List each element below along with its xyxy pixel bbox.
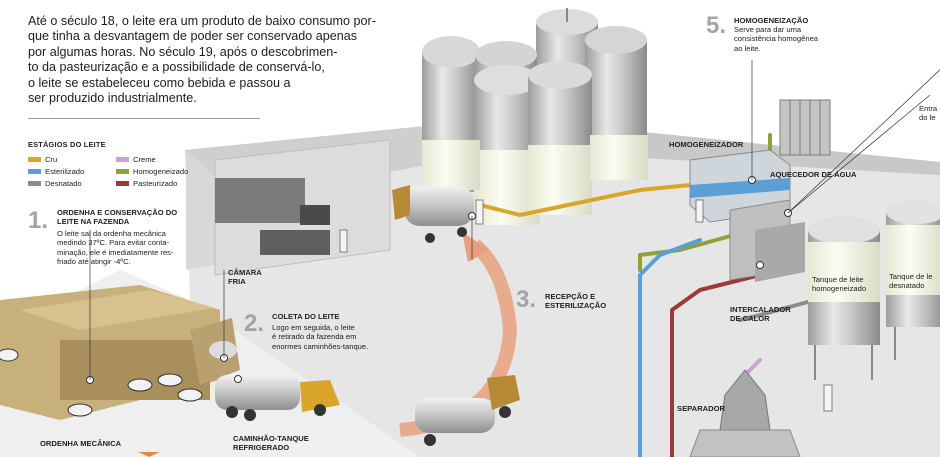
farm-barn — [0, 285, 240, 420]
legend-swatch-cream — [116, 157, 129, 162]
legend-item-homogenized: Homogeneizado — [116, 167, 188, 176]
legend-swatch-skimmed — [28, 181, 41, 186]
intro-line: Até o século 18, o leite era um produto … — [28, 14, 376, 28]
legend-label: Desnatado — [45, 179, 82, 188]
pipe-skimmed — [738, 298, 817, 322]
step-number-1: 1. — [28, 207, 49, 234]
step-body: friado até atingir -4ºC. — [57, 257, 131, 267]
pipe-sterilized — [638, 238, 702, 457]
skimmed-tank — [886, 200, 940, 360]
intro-divider — [28, 118, 260, 119]
step-body: medindo 37ºC. Para evitar conta- — [57, 238, 170, 248]
step-3-callout: RECEPÇÃO E ESTERILIZAÇÃO — [545, 292, 635, 310]
step-body: Serve para dar uma — [734, 25, 802, 34]
label-line: CAMINHÃO-TANQUE — [233, 434, 309, 443]
label-entrada: Entra do le — [919, 104, 937, 122]
cows — [0, 348, 203, 417]
tanker-truck-reception — [392, 185, 474, 243]
legend-swatch-raw — [28, 157, 41, 162]
legend-swatch-pasteurized — [116, 181, 129, 186]
label-tanque-homogeneizado: Tanque de leite homogeneizado — [812, 275, 866, 293]
label-line: CÂMARA — [228, 268, 262, 277]
leader-lines — [89, 60, 940, 380]
label-intercalador: INTERCALADOR DE CALOR — [730, 305, 791, 323]
legend-item-skimmed: Desnatado — [28, 179, 82, 188]
step-1-callout: ORDENHA E CONSERVAÇÃO DO LEITE NA FAZEND… — [57, 208, 207, 267]
intro-line: to da pasteurização e a possibilidade de… — [28, 60, 325, 75]
legend-item-sterilized: Esterilizado — [28, 167, 84, 176]
label-aquecedor: AQUECEDOR DE ÁGUA — [770, 170, 857, 179]
legend-label: Creme — [133, 155, 156, 164]
intro-line: por algumas horas. No século 19, após o … — [28, 44, 338, 59]
step-title: LEITE NA FAZENDA — [57, 217, 130, 226]
tanker-truck-road — [415, 375, 520, 446]
legend-label: Esterilizado — [45, 167, 85, 176]
label-line: desnatado — [889, 281, 925, 290]
legend-item-cream: Creme — [116, 155, 156, 164]
intro-text: Até o século 18, o leite era um produto … — [28, 14, 406, 106]
step-number-5: 5. — [706, 12, 727, 39]
legend-item-raw: Cru — [28, 155, 57, 164]
label-line: homogeneizado — [812, 284, 867, 293]
refrigerated-truck — [215, 375, 340, 421]
step-body: enormes caminhões-tanque. — [272, 341, 369, 351]
legend-label: Pasteurizado — [133, 179, 178, 188]
step-body: minação, ele é imediatamente res- — [57, 247, 174, 257]
step-body: consistência homogênea — [734, 34, 819, 44]
label-tanque-desnatado: Tanque de le desnatado — [889, 272, 933, 290]
step-title: RECEPÇÃO E — [545, 292, 596, 301]
step-title: HOMOGENEIZAÇÃO — [734, 16, 809, 25]
label-line: FRIA — [228, 277, 246, 286]
step-body: O leite sai da ordenha mecânica — [57, 229, 166, 238]
step-title: ORDENHA E CONSERVAÇÃO DO — [57, 208, 178, 217]
intro-line: ser produzido industrialmente. — [28, 91, 197, 106]
step-body: Logo em seguida, o leite — [272, 323, 355, 332]
label-line: REFRIGERADO — [233, 443, 290, 452]
legend-label: Cru — [45, 155, 58, 164]
raw-milk-silos — [422, 8, 648, 225]
legend-label: Homogeneizado — [133, 167, 189, 176]
label-line: Tanque de le — [889, 272, 933, 281]
label-line: Tanque de leite — [812, 275, 864, 284]
separator-machine — [689, 369, 801, 457]
workers — [339, 199, 833, 412]
homogenizer-machine — [689, 149, 805, 282]
label-caminhao: CAMINHÃO-TANQUE REFRIGERADO — [233, 434, 309, 452]
step-title: COLETA DO LEITE — [272, 312, 340, 321]
label-separador: SEPARADOR — [677, 404, 725, 413]
step-2-callout: COLETA DO LEITE Logo em seguida, o leite… — [272, 312, 402, 351]
legend-swatch-homogenized — [116, 169, 129, 174]
legend-item-pasteurized: Pasteurizado — [116, 179, 177, 188]
homogenized-tank — [808, 216, 880, 380]
label-line: do le — [919, 113, 936, 122]
water-heater — [779, 99, 831, 156]
label-line: INTERCALADOR — [730, 305, 791, 314]
intro-line: que tinha a desvantagem de poder ser con… — [28, 29, 358, 44]
step-body: é retirado da fazenda em — [272, 332, 357, 342]
pipe-pasteurized — [670, 273, 762, 457]
legend-title: ESTÁGIOS DO LEITE — [28, 140, 106, 149]
intro-line: o leite se estabeleceu como bebida e pas… — [28, 75, 291, 90]
label-camara-fria: CÂMARA FRIA — [228, 268, 262, 286]
label-line: DE CALOR — [730, 314, 770, 323]
step-number-2: 2. — [244, 310, 265, 337]
legend-swatch-sterilized — [28, 169, 41, 174]
label-line: Entra — [919, 104, 938, 113]
label-ordenha: ORDENHA MECÂNICA — [40, 439, 122, 448]
step-number-3: 3. — [516, 286, 537, 313]
label-homogeneizador: HOMOGENEIZADOR — [669, 140, 744, 149]
step-body: ao leite. — [734, 43, 761, 53]
step-title: ESTERILIZAÇÃO — [545, 301, 607, 310]
step-5-callout: HOMOGENEIZAÇÃO Serve para dar uma consis… — [734, 16, 844, 53]
